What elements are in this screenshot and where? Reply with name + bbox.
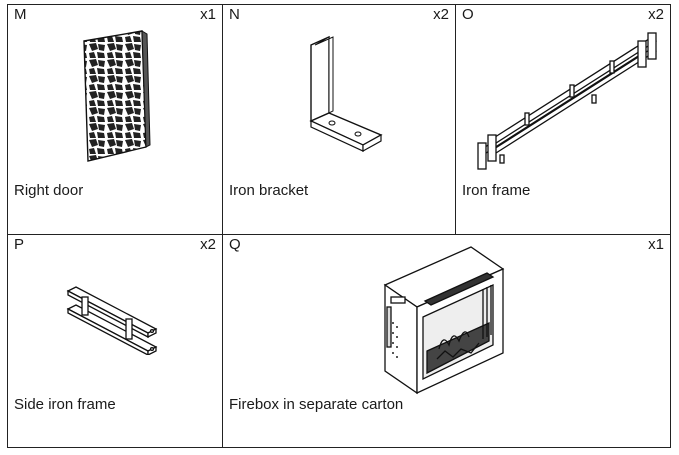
parts-list-table: M x1 Right door N x2 bbox=[7, 4, 671, 448]
part-quantity: x2 bbox=[200, 236, 216, 253]
part-cell-o: O x2 bbox=[456, 5, 670, 235]
part-quantity: x2 bbox=[648, 6, 664, 23]
part-quantity: x1 bbox=[648, 236, 664, 253]
part-cell-p: P x2 Side iron frame bbox=[8, 235, 223, 447]
part-name: Firebox in separate carton bbox=[229, 396, 404, 413]
part-letter: M bbox=[14, 6, 27, 23]
part-letter: Q bbox=[229, 236, 241, 253]
part-letter: N bbox=[229, 6, 240, 23]
part-quantity: x2 bbox=[433, 6, 449, 23]
iron-bracket-illustration bbox=[301, 35, 391, 155]
iron-frame-illustration bbox=[470, 27, 670, 177]
side-iron-frame-illustration bbox=[64, 275, 164, 355]
part-name: Iron bracket bbox=[229, 182, 309, 199]
part-name: Side iron frame bbox=[14, 396, 116, 413]
part-letter: O bbox=[462, 6, 474, 23]
right-door-illustration bbox=[70, 27, 160, 167]
part-quantity: x1 bbox=[200, 6, 216, 23]
part-cell-m: M x1 Right door bbox=[8, 5, 223, 235]
part-letter: P bbox=[14, 236, 25, 253]
part-name: Right door bbox=[14, 182, 84, 199]
firebox-illustration bbox=[379, 241, 509, 395]
part-cell-q: Q x1 bbox=[223, 235, 670, 447]
part-name: Iron frame bbox=[462, 182, 531, 199]
part-cell-n: N x2 Iron bracket bbox=[223, 5, 456, 235]
